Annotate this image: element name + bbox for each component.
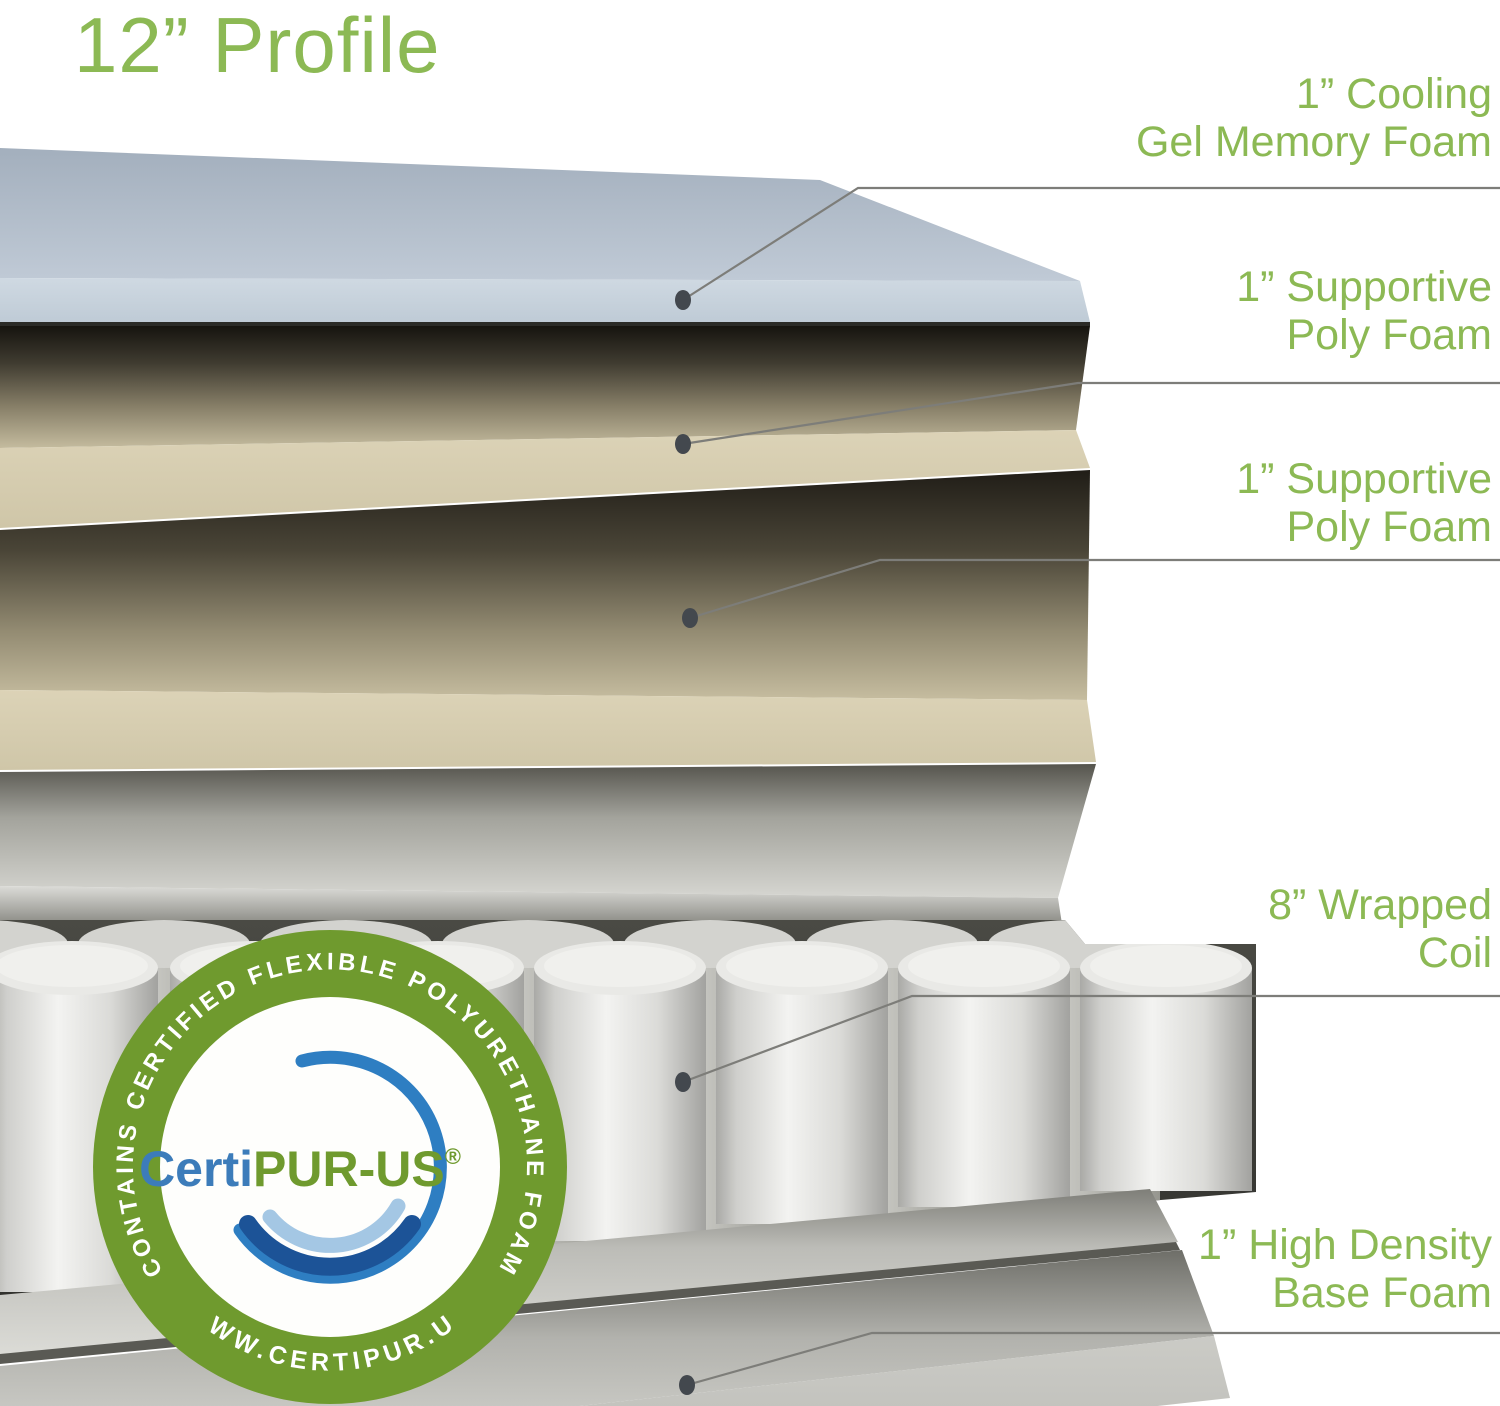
coil-top-scrim-layer [0, 764, 1096, 924]
label-cooling-gel-memory-foam: 1” Cooling Gel Memory Foam [1136, 70, 1492, 166]
leader-line-poly-foam-1 [682, 381, 1500, 446]
label-wrapped-coil: 8” Wrapped Coil [1268, 881, 1492, 977]
leader-line-poly-foam-2 [689, 558, 1500, 620]
coil-front-7 [1080, 968, 1252, 1191]
poly-foam-1-front-face [0, 430, 1090, 528]
label-line: Poly Foam [1286, 311, 1492, 359]
label-line: 1” High Density [1198, 1221, 1492, 1269]
leader-dot-cooling-foam [675, 290, 691, 310]
label-line: 1” Supportive [1236, 263, 1492, 311]
leader-line-wrapped-coil [682, 994, 1500, 1084]
poly-foam-2-front-face [0, 690, 1096, 770]
coil-front-cap-highlight-7 [1090, 945, 1242, 987]
label-line: Base Foam [1272, 1269, 1492, 1317]
layer-supportive-poly-foam-2 [0, 470, 1096, 770]
label-high-density-base-foam: 1” High Density Base Foam [1198, 1221, 1492, 1317]
scrim-top-face [0, 764, 1096, 898]
label-supportive-poly-foam-1: 1” Supportive Poly Foam [1236, 263, 1492, 359]
badge-inner-circle [160, 997, 500, 1337]
leader-dots [675, 290, 698, 1395]
swoosh-navy-arc [239, 1215, 421, 1276]
coil-front-6 [898, 968, 1070, 1207]
coil-front-cap-highlight-6 [908, 945, 1060, 987]
label-line: 8” Wrapped [1268, 881, 1492, 929]
cooling-foam-front-face [0, 278, 1090, 322]
label-line: Gel Memory Foam [1135, 118, 1492, 166]
badge-brand-certi: Certi [139, 1141, 253, 1197]
cooling-foam-top-face [0, 148, 1080, 281]
badge-registered-mark: ® [445, 1144, 461, 1169]
coil-front-cap-highlight-4 [544, 945, 696, 987]
label-line: Coil [1417, 929, 1492, 977]
scrim-front-face [0, 886, 1062, 924]
label-line: 1” Supportive [1236, 455, 1492, 503]
leader-dot-base-foam [679, 1375, 695, 1395]
coil-front-cap-highlight-1 [0, 945, 148, 987]
leader-lines [682, 186, 1500, 1387]
leader-line-cooling-foam [682, 186, 1500, 301]
swoosh-medium-blue-arc [233, 1050, 447, 1284]
label-line: Poly Foam [1286, 503, 1492, 551]
swoosh-light-blue-arc [262, 1198, 406, 1253]
label-line: 1” Cooling [1296, 70, 1492, 118]
badge-brand-text: CertiPUR-US® [139, 1141, 461, 1197]
badge-swoosh-icon [233, 1050, 447, 1284]
base-foam-front-face [579, 1336, 1230, 1406]
poly-foam-2-top-face [0, 470, 1090, 700]
page-title: 12” Profile [74, 1, 441, 89]
layer-cooling-gel-memory-foam [0, 148, 1090, 328]
label-supportive-poly-foam-2: 1” Supportive Poly Foam [1236, 455, 1492, 551]
layer-supportive-poly-foam-1 [0, 326, 1090, 528]
coil-front-cap-highlight-5 [726, 945, 878, 987]
leader-dot-poly-foam-1 [675, 434, 691, 454]
poly-foam-1-top-face [0, 326, 1090, 448]
coil-front-5 [716, 968, 888, 1224]
leader-dot-wrapped-coil [675, 1072, 691, 1092]
badge-brand-pur-us: PUR-US [253, 1141, 445, 1197]
leader-line-base-foam [686, 1331, 1500, 1387]
leader-dot-poly-foam-2 [682, 608, 698, 628]
